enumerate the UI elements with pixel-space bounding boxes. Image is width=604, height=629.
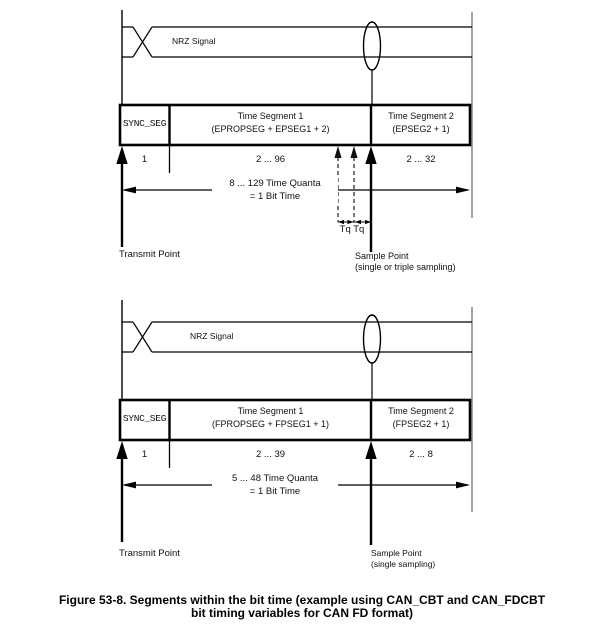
bottom-ts2-formula: (FPSEG2 + 1) (392, 419, 450, 429)
top-ts2-title: Time Segment 2 (388, 111, 454, 121)
bottom-ts1-formula: (FPROPSEG + FPSEG1 + 1) (211, 419, 330, 429)
bottom-sync-seg-cell-label: SYNC_SEG (122, 413, 167, 424)
bottom-bit-time-arrowhead-right (456, 481, 470, 489)
figure-caption: Figure 53-8. Segments within the bit tim… (0, 594, 604, 620)
bottom-sample-arrowhead (365, 441, 377, 459)
bottom-transmit-point-label: Transmit Point (119, 548, 180, 559)
figure-caption-line1: Figure 53-8. Segments within the bit tim… (58, 593, 546, 607)
top-sample-arrowhead (365, 146, 377, 164)
top-tq-arrowhead-2 (350, 146, 358, 158)
bottom-total-quanta-line1: 5 ... 48 Time Quanta (231, 473, 319, 484)
bottom-segment-table (118, 398, 472, 442)
top-nrz-waveform (122, 26, 472, 58)
top-sample-point-line2: (single or triple sampling) (355, 262, 456, 272)
bottom-time-segment-1-cell: Time Segment 1 (FPROPSEG + FPSEG1 + 1) (171, 405, 370, 431)
bottom-nrz-signal-label: NRZ Signal (190, 331, 234, 341)
top-time-segment-2-cell: Time Segment 2 (EPSEG2 + 1) (372, 110, 470, 136)
bottom-ts2-title: Time Segment 2 (388, 406, 454, 416)
top-segment-table (118, 103, 472, 147)
top-sample-point-line1: Sample Point (355, 251, 409, 261)
top-nrz-signal-label: NRZ Signal (172, 36, 216, 46)
bottom-sample-point-line2: (single sampling) (371, 558, 436, 569)
top-total-quanta-line1: 8 ... 129 Time Quanta (229, 178, 321, 189)
top-tq-arrowhead-1 (334, 146, 342, 158)
bottom-bit-time-label: 5 ... 48 Time Quanta = 1 Bit Time (212, 472, 338, 498)
top-bit-time-label: 8 ... 129 Time Quanta = 1 Bit Time (212, 177, 338, 203)
top-transmit-arrowhead (116, 146, 128, 164)
bottom-total-quanta-line2: = 1 Bit Time (249, 486, 301, 497)
figure-caption-line2: bit timing variables for CAN FD format) (190, 606, 414, 620)
top-bit-time-arrowhead-right (456, 186, 470, 194)
top-tq-labels: Tq Tq (339, 224, 365, 235)
bottom-time-segment-2-cell: Time Segment 2 (FPSEG2 + 1) (372, 405, 470, 431)
top-tq-measure-head-4 (365, 219, 371, 225)
bottom-ts1-title: Time Segment 1 (237, 406, 304, 416)
top-tq-measure-head-1 (338, 219, 344, 225)
top-sample-ellipse (362, 21, 382, 71)
top-diagram-shapes (116, 10, 473, 252)
top-ts1-formula: (EPROPSEG + EPSEG1 + 2) (211, 124, 330, 134)
top-ts1-quanta-range: 2 ... 96 (255, 154, 286, 165)
top-time-segment-1-cell: Time Segment 1 (EPROPSEG + EPSEG1 + 2) (171, 110, 370, 136)
bottom-ts1-quanta-range: 2 ... 39 (255, 449, 286, 460)
top-sync-seg-cell-label: SYNC_SEG (122, 118, 167, 129)
top-tq-measure-head-2 (347, 219, 354, 225)
top-ts2-formula: (EPSEG2 + 1) (392, 124, 450, 134)
top-ts1-title: Time Segment 1 (237, 111, 304, 121)
bottom-bit-time-arrowhead-left (122, 481, 136, 489)
bottom-sample-point-line1: Sample Point (371, 548, 422, 558)
top-tq-measure-head-3 (355, 219, 361, 225)
bottom-nrz-waveform (122, 321, 472, 353)
top-bit-time-arrowhead-left (122, 186, 136, 194)
top-sync-quanta-count: 1 (141, 154, 148, 165)
bottom-sample-point-label: Sample Point (single sampling) (371, 548, 435, 569)
bottom-transmit-arrowhead (116, 441, 128, 459)
top-total-quanta-line2: = 1 Bit Time (249, 191, 301, 202)
bottom-diagram-shapes (116, 300, 473, 545)
bottom-sync-quanta-count: 1 (141, 449, 148, 460)
top-ts2-quanta-range: 2 ... 32 (406, 154, 436, 165)
bottom-ts2-quanta-range: 2 ... 8 (409, 449, 433, 460)
top-sample-point-label: Sample Point (single or triple sampling) (355, 251, 456, 273)
top-transmit-point-label: Transmit Point (119, 249, 180, 260)
